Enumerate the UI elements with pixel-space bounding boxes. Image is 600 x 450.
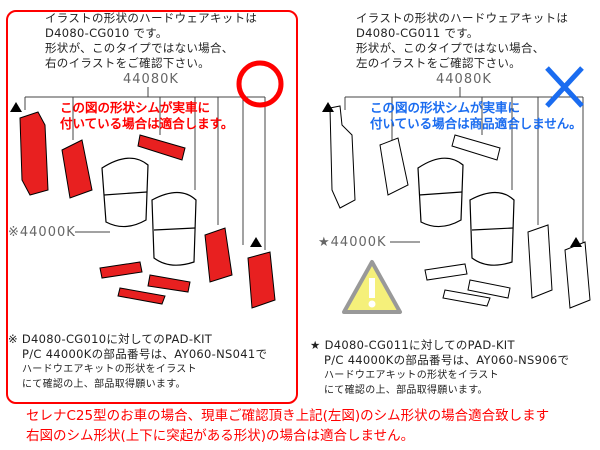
intro-line: 形状が、このタイプではない場合、 bbox=[356, 41, 545, 55]
bottom-line: 右図のシム形状(上下に突起がある形状)の場合は適合しません。 bbox=[26, 428, 415, 444]
left-intro: イラストの形状のハードウェアキットは D4080-CG010 です。 形状が、こ… bbox=[45, 11, 257, 71]
note-line: ハードウエアキットの形状をイラスト bbox=[22, 364, 197, 375]
note-line: P/C 44000Kの部品番号は、AY060-NS906で bbox=[324, 353, 570, 367]
right-leader-lines bbox=[344, 87, 584, 250]
left-pad-part-number: ※44000K bbox=[8, 225, 76, 240]
intro-line: 右のイラストをご確認下さい。 bbox=[45, 56, 210, 70]
right-pads bbox=[417, 157, 515, 266]
intro-line: イラストの形状のハードウェアキットは bbox=[356, 11, 569, 25]
left-notes: ※ D4080-CG010に対してのPAD-KIT P/C 44000Kの部品番… bbox=[8, 332, 267, 392]
left-kit-part-number: 44080K bbox=[123, 72, 179, 87]
not-ok-cross-icon bbox=[545, 66, 584, 108]
left-leader-lines bbox=[24, 87, 266, 250]
overlay-line: この図の形状シムが実車に bbox=[60, 100, 211, 115]
triangle-marker-icon bbox=[570, 237, 582, 247]
note-line: ※ D4080-CG010に対してのPAD-KIT bbox=[8, 332, 213, 346]
left-pads bbox=[101, 157, 197, 266]
right-intro: イラストの形状のハードウェアキットは D4080-CG011 です。 形状が、こ… bbox=[356, 11, 568, 71]
intro-line: D4080-CG010 です。 bbox=[45, 26, 168, 40]
left-panel-frame bbox=[6, 10, 298, 404]
intro-line: 左のイラストをご確認下さい。 bbox=[356, 56, 521, 70]
overlay-line: この図の形状シムが実車に bbox=[370, 100, 521, 115]
ok-circle-icon bbox=[236, 60, 284, 108]
right-pad-part-number: ★44000K bbox=[318, 235, 387, 250]
overlay-line: 付いている場合は適合します。 bbox=[60, 116, 234, 131]
intro-line: 形状が、このタイプではない場合、 bbox=[45, 41, 234, 55]
bottom-fitment-note: セレナC25型のお車の場合、現車ご確認頂き上記(左図)のシム形状の場合適合致しま… bbox=[26, 406, 549, 446]
right-overlay-text: この図の形状シムが実車に 付いている場合は商品適合しません。 bbox=[370, 100, 582, 132]
note-line: P/C 44000Kの部品番号は、AY060-NS041で bbox=[22, 347, 268, 361]
note-line: にて確認の上、部品取得願います。 bbox=[324, 385, 488, 396]
note-line: ★ D4080-CG011に対してのPAD-KIT bbox=[310, 338, 515, 352]
overlay-line: 付いている場合は商品適合しません。 bbox=[370, 116, 582, 131]
note-line: にて確認の上、部品取得願います。 bbox=[22, 379, 186, 390]
intro-line: イラストの形状のハードウェアキットは bbox=[45, 11, 258, 25]
triangle-marker-icon bbox=[322, 102, 334, 112]
triangle-marker-icon bbox=[250, 237, 262, 247]
intro-line: D4080-CG011 です。 bbox=[356, 26, 479, 40]
warning-icon bbox=[342, 260, 402, 314]
left-overlay-text: この図の形状シムが実車に 付いている場合は適合します。 bbox=[60, 100, 233, 132]
bottom-line: セレナC25型のお車の場合、現車ご確認頂き上記(左図)のシム形状の場合適合致しま… bbox=[26, 408, 550, 424]
right-notes: ★ D4080-CG011に対してのPAD-KIT P/C 44000Kの部品番… bbox=[310, 338, 569, 398]
right-shims bbox=[329, 105, 591, 309]
note-line: ハードウエアキットの形状をイラスト bbox=[324, 370, 499, 381]
triangle-marker-icon bbox=[10, 102, 22, 112]
left-shims bbox=[19, 111, 276, 309]
right-kit-part-number: 44080K bbox=[436, 72, 492, 87]
